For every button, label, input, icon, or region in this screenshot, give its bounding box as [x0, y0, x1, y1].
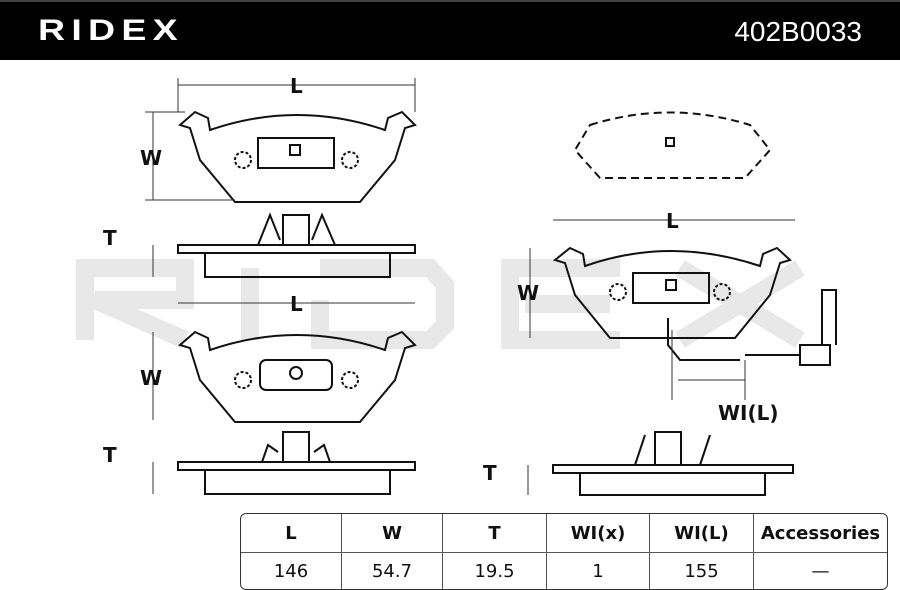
header-l: L [241, 514, 342, 553]
header-bar: RIDEX 402B0033 [0, 0, 900, 60]
label-length-2: L [290, 292, 303, 316]
label-length-3: L [666, 209, 679, 233]
watermark-logo [76, 259, 805, 349]
dimensions-table: L W T WI(x) WI(L) Accessories 146 54.7 1… [240, 513, 888, 590]
part-number: 402B0033 [734, 16, 862, 47]
header-wil: WI(L) [650, 514, 754, 553]
value-wix: 1 [547, 553, 650, 589]
value-t: 19.5 [443, 553, 547, 589]
header-wix: WI(x) [547, 514, 650, 553]
table-header-row: L W T WI(x) WI(L) Accessories [241, 514, 887, 553]
label-width-1: W [140, 146, 162, 170]
label-length-1: L [290, 74, 303, 98]
value-l: 146 [241, 553, 342, 589]
value-w: 54.7 [342, 553, 443, 589]
label-thickness-2: T [103, 443, 117, 467]
label-width-3: W [517, 281, 539, 305]
table-row: 146 54.7 19.5 1 155 — [241, 553, 887, 589]
pad-front-view-wear-indicator [552, 246, 837, 366]
label-thickness-1: T [103, 226, 117, 250]
label-wear-indicator-length: WI(L) [718, 401, 779, 425]
technical-drawing: L W T L W T L W T WI(L) [76, 74, 837, 496]
header-w: W [342, 514, 443, 553]
header-accessories: Accessories [754, 514, 887, 553]
label-width-2: W [140, 366, 162, 390]
brand-logo: RIDEX [38, 14, 184, 47]
value-wil: 155 [650, 553, 754, 589]
value-accessories: — [811, 560, 830, 582]
pad-front-view-1 [177, 110, 417, 203]
pad-front-view-2 [177, 330, 417, 423]
header-t: T [443, 514, 547, 553]
label-thickness-3: T [483, 461, 497, 485]
